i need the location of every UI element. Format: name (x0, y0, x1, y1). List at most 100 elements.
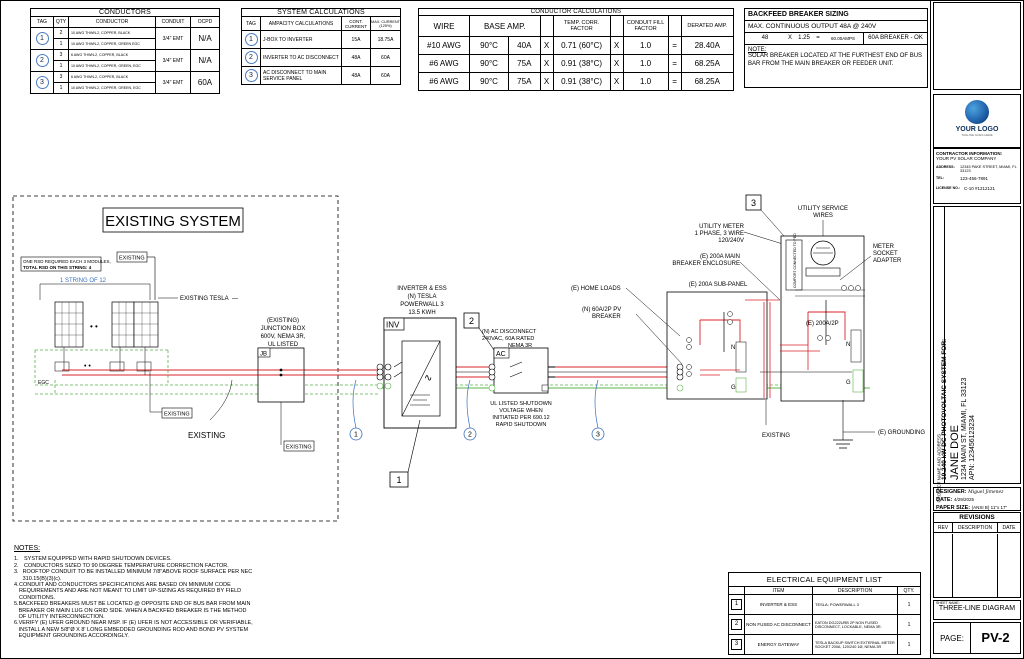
notes-block: NOTES: 1.SYSTEM EQUIPPED WITH RAPID SHUT… (14, 545, 253, 640)
utility-wires-label-2: WIRES (813, 213, 833, 219)
backfeed-box: BACKFEED BREAKER SIZING MAX. CONTINUOUS … (744, 8, 928, 88)
conduit-tag-label: 3 (596, 432, 600, 439)
jbox-label-2: JUNCTION BOX (261, 326, 306, 332)
item-cell: NON FUSED AC DISCONNECT (744, 614, 813, 635)
inverter-label-4: 13.5 KWH (408, 310, 435, 316)
license: C-10 #1212121 (964, 186, 996, 191)
box-tag-label: 3 (751, 198, 756, 208)
box-tag-label: 1 (396, 475, 401, 485)
contractor-label: CONTRACTOR INFORMATION: (936, 151, 1003, 156)
conduit-tag-1: 1 (349, 379, 363, 441)
utility-wires-label-1: UTILITY SERVICE (798, 206, 848, 212)
tag-cell: 2 (728, 614, 745, 635)
tel-label: TEL: (936, 176, 944, 180)
tag-cell: 3 (241, 66, 261, 85)
desc-cell: EATON DG222URB 2P NON FUSED DISCONNECT, … (812, 614, 898, 635)
subpanel-box (666, 291, 768, 400)
rev-header: DESCRIPTION (953, 523, 998, 532)
tag-cell: 1 (728, 594, 745, 615)
ac-note-2: VOLTAGE WHEN (499, 408, 543, 414)
sheet-name: THREE-LINE DIAGRAM (938, 605, 1016, 612)
pv-module-3 (133, 301, 159, 348)
designer-name: Miguel Jimenez (968, 490, 1004, 495)
pv-breaker-label-1: (N) 60A/2P PV (582, 307, 621, 313)
logo-text: YOUR LOGO (955, 126, 999, 133)
equipment-title: ELECTRICAL EQUIPMENT LIST (728, 572, 921, 586)
col-header: QTY. (897, 586, 921, 595)
existing-tag-box (283, 440, 315, 452)
qty-cell: 1 (897, 594, 921, 615)
date: 4/29/2025 (953, 497, 974, 502)
meter-socket-label-1: METER (873, 244, 895, 250)
revisions-title: REVISIONS (934, 513, 1020, 523)
breaker-200-label: (E) 200A/2P (806, 321, 839, 327)
conductors-table: CONDUCTORS TAG QTY CONDUCTOR CONDUIT OCP… (30, 8, 220, 94)
ground-icon (833, 439, 853, 449)
tag-hex-icon: 1 (244, 33, 258, 46)
backfeed-output: MAX. CONTINUOUS OUTPUT 48A @ 240V (745, 21, 927, 33)
jb-tag: JB (260, 352, 267, 358)
backfeed-calc-factor: 1.25 (798, 35, 810, 41)
page-label: PAGE: (940, 633, 964, 643)
contractor-box: CONTRACTOR INFORMATION: YOUR PV SOLAR CO… (933, 148, 1021, 204)
meter-socket-label-2: SOCKET (873, 251, 898, 257)
three-line-diagram: EXISTING SYSTEM ONE RSD REQUIRED EACH 3 … (12, 194, 925, 522)
project-street: 1234 MAIN ST, MIAMI, FL 33123 (961, 377, 968, 480)
existing-tag: EXISTING (119, 256, 145, 262)
jbox-label-1: (EXISTING) (267, 318, 299, 324)
ac-note-3: INITIATED PER 690.12 (492, 415, 549, 421)
note-item: CONDUCTORS SIZED TO 90 DEGREE TEMPERATUR… (24, 562, 229, 569)
jbox-label-4: UL LISTED (268, 342, 299, 348)
ac-note-4: RAPID SHUTDOWN (496, 422, 547, 428)
egc-label: EGC (38, 380, 49, 386)
backfeed-calc-result: 60A BREAKER - OK (863, 33, 927, 44)
rev-header: DATE (1002, 525, 1016, 531)
designer-box: DESIGNER: Miguel Jimenez DATE: 4/29/2025… (933, 487, 1021, 511)
item-cell: INVERTER & ESS (744, 594, 813, 615)
tag-square-icon: 2 (731, 619, 742, 630)
box-tag-3 (745, 194, 762, 211)
qty-cell: 1 (897, 634, 921, 655)
rsd-box (109, 361, 125, 372)
tag-hex-icon: 3 (35, 76, 49, 89)
utility-meter-label-1: UTILITY METER (699, 224, 745, 230)
battery-icon (410, 394, 430, 406)
string-label: 1 STRING OF 12 (60, 278, 107, 284)
contractor-name: YOUR PV SOLAR COMPANY (936, 156, 997, 161)
tel: 123-456-7891 (960, 176, 989, 181)
existing-tag: EXISTING (286, 445, 312, 451)
existing-tesla-dash: — (232, 296, 238, 302)
utility-meter-label-3: 120/240V (718, 238, 744, 244)
egc-run (34, 349, 865, 386)
backfeed-title: BACKFEED BREAKER SIZING (745, 9, 927, 21)
max-cell: 60A (370, 66, 401, 85)
notes-title: NOTES: (14, 545, 41, 552)
svg-text:G: G (731, 385, 736, 391)
designer-label: DESIGNER: (936, 489, 967, 495)
existing-system-boundary (12, 195, 339, 522)
grounding-label: (E) GROUNDING (878, 430, 925, 436)
main-enclosure-label-2: BREAKER ENCLOSURE (672, 261, 740, 267)
ac-tag: AC (496, 351, 506, 358)
rsd-note-line2: TOTAL RSD ON THIS STRING: 4 (23, 265, 92, 270)
pv-module-2 (111, 301, 135, 348)
ac-note-1: UL LISTED SHUTDOWN (490, 401, 552, 407)
egc-run-2 (35, 380, 380, 395)
logo-tagline: TAGLINE GOES HERE (961, 133, 993, 137)
item-cell: ENERGY GATEWAY (744, 634, 813, 655)
note-item: SYSTEM EQUIPPED WITH RAPID SHUTDOWN DEVI… (24, 556, 172, 563)
jbox-label-3: 600V, NEMA 3R, (261, 334, 306, 340)
project-apn: APN: 123456123234 (969, 415, 976, 480)
conductor-calc-title: CONDUCTOR CALCULATIONS (418, 8, 734, 15)
logo-icon (965, 100, 989, 124)
ac-disconnect-label-1: (N) AC DISCONNECT (482, 329, 537, 335)
tag-hex-icon: 3 (244, 69, 258, 82)
col-header: DERATED AMP. (680, 15, 735, 37)
backfeed-calc-op: = (816, 35, 820, 41)
revisions-box: REVISIONS REV DESCRIPTION DATE (933, 512, 1021, 598)
module-ellipsis: • • (90, 322, 98, 331)
rev-header: REV (934, 523, 953, 532)
rsd-ellipsis: • • (84, 363, 91, 370)
existing-tesla-label: EXISTING TESLA (180, 296, 229, 302)
conductor-cell: 10 AWG THWN-2, COPPER, GREEN, EGC (68, 82, 156, 94)
